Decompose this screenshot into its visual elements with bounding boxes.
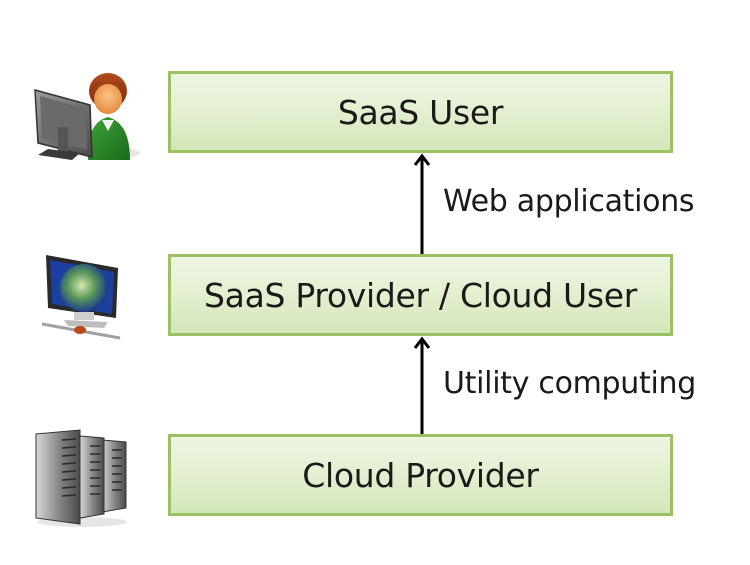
- web-applications-label: Web applications: [443, 184, 695, 219]
- user-at-computer-icon: [30, 65, 140, 165]
- saas-user-label: SaaS User: [337, 92, 504, 132]
- server-racks-icon: [32, 428, 132, 528]
- utility-computing-arrow: [413, 336, 431, 434]
- saas-provider-cloud-user-box: SaaS Provider / Cloud User: [168, 254, 673, 336]
- cloud-provider-label: Cloud Provider: [302, 455, 539, 495]
- saas-user-box: SaaS User: [168, 71, 673, 153]
- networked-globe-monitor-icon: [38, 250, 128, 345]
- utility-computing-label: Utility computing: [443, 366, 696, 401]
- web-applications-arrow: [413, 153, 431, 254]
- cloud-provider-box: Cloud Provider: [168, 434, 673, 516]
- saas-provider-cloud-user-label: SaaS Provider / Cloud User: [204, 275, 637, 315]
